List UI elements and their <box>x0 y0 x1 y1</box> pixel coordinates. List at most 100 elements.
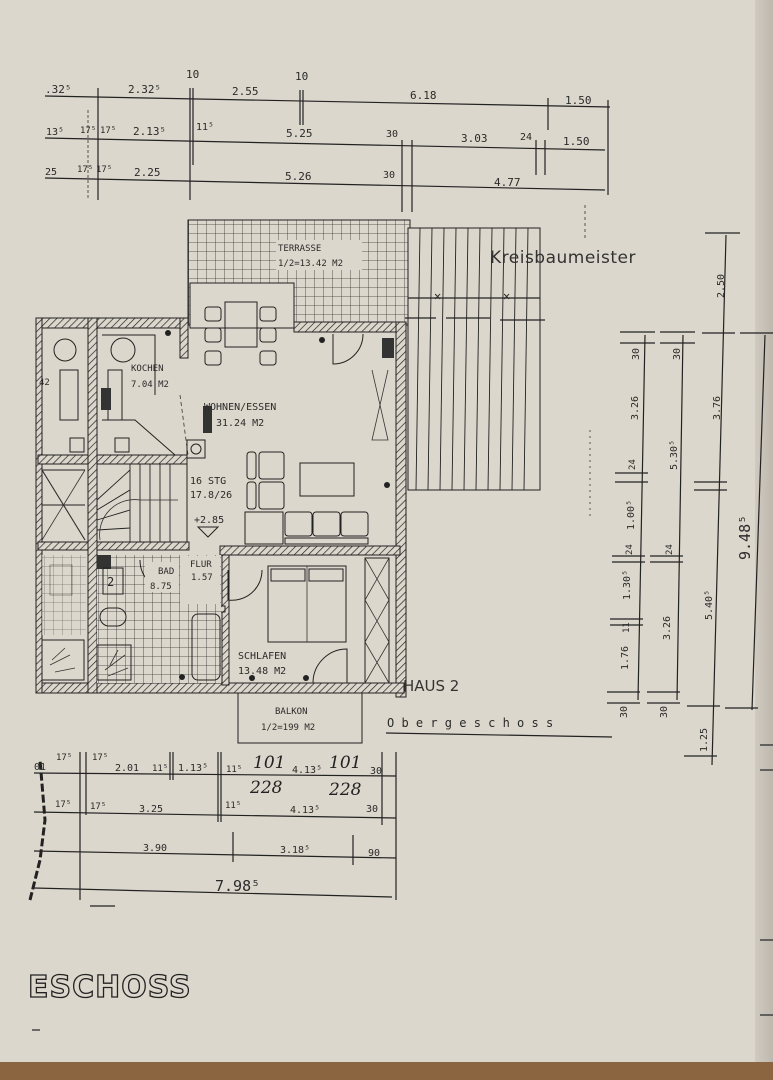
svg-text:228: 228 <box>328 780 362 800</box>
top-dimension-lines: .32⁵ 2.32⁵ 10 2.55 10 6.18 1.50 13⁵ 17⁵ … <box>44 68 611 240</box>
svg-text:7.04 M2: 7.04 M2 <box>131 380 169 390</box>
svg-text:10: 10 <box>295 70 308 83</box>
svg-text:11: 11 <box>622 622 632 633</box>
svg-text:42: 42 <box>39 378 50 388</box>
balcony: BALKON 1/2=199 M2 <box>237 692 363 744</box>
svg-text:5.26: 5.26 <box>285 170 312 183</box>
svg-text:24: 24 <box>520 132 532 143</box>
svg-text:2: 2 <box>107 575 114 589</box>
svg-text:101: 101 <box>253 753 285 773</box>
svg-text:3.18⁵: 3.18⁵ <box>280 845 310 856</box>
kreisbaumeister-stamp: Kreisbaumeister <box>490 248 636 268</box>
hallway: FLUR 1.57 <box>180 556 263 604</box>
svg-text:1.00⁵: 1.00⁵ <box>626 500 637 530</box>
svg-text:SCHLAFEN: SCHLAFEN <box>238 651 286 662</box>
living-dining-room: WOHNEN/ESSEN 31.24 M2 16 STG 17.8/26 +2.… <box>190 301 394 545</box>
svg-text:25: 25 <box>45 167 57 178</box>
svg-text:5.25: 5.25 <box>286 127 313 140</box>
svg-text:01: 01 <box>34 762 46 773</box>
svg-text:5.30⁵: 5.30⁵ <box>669 440 680 470</box>
svg-text:17⁵: 17⁵ <box>96 165 112 175</box>
svg-text:1.30⁵: 1.30⁵ <box>622 570 633 600</box>
svg-text:1/2=13.42 M2: 1/2=13.42 M2 <box>278 259 343 269</box>
svg-text:13.48 M2: 13.48 M2 <box>238 666 286 677</box>
svg-text:1.13⁵: 1.13⁵ <box>178 763 208 774</box>
svg-text:16 STG: 16 STG <box>190 476 226 487</box>
svg-text:30: 30 <box>386 129 398 140</box>
svg-text:1/2=199 M2: 1/2=199 M2 <box>261 723 315 733</box>
svg-text:11⁵: 11⁵ <box>152 764 168 774</box>
outlined-floor-title: ESCHOSS <box>28 970 192 1005</box>
svg-text:11⁵: 11⁵ <box>225 801 241 811</box>
svg-text:+2.85: +2.85 <box>194 515 224 526</box>
svg-text:1.50: 1.50 <box>563 135 590 148</box>
svg-text:KOCHEN: KOCHEN <box>131 364 164 374</box>
svg-text:30: 30 <box>631 348 642 360</box>
svg-text:101: 101 <box>329 753 361 773</box>
svg-text:30: 30 <box>619 706 630 718</box>
svg-text:30: 30 <box>672 348 683 360</box>
svg-text:228: 228 <box>249 778 283 798</box>
floor-label: O b e r g e s c h o s s <box>387 716 553 730</box>
house-label: HAUS 2 <box>403 677 459 695</box>
svg-text:✕: ✕ <box>434 289 441 303</box>
svg-text:3.76: 3.76 <box>712 396 723 420</box>
neighbor-unit-partial: 42 <box>39 338 86 681</box>
svg-text:TERRASSE: TERRASSE <box>278 244 321 254</box>
svg-text:1.57: 1.57 <box>191 573 213 583</box>
svg-text:4.77: 4.77 <box>494 176 521 189</box>
svg-text:13⁵: 13⁵ <box>46 127 64 138</box>
svg-text:11⁵: 11⁵ <box>226 765 242 775</box>
terrace-area: TERRASSE 1/2=13.42 M2 <box>187 219 411 329</box>
svg-text:17.8/26: 17.8/26 <box>190 490 232 501</box>
svg-text:BAD: BAD <box>158 567 174 577</box>
bedroom: SCHLAFEN 13.48 M2 <box>238 557 390 684</box>
svg-text:✕: ✕ <box>503 289 510 303</box>
svg-text:11⁵: 11⁵ <box>196 122 214 133</box>
svg-text:90: 90 <box>368 848 380 859</box>
svg-text:2.32⁵: 2.32⁵ <box>128 83 161 96</box>
svg-text:17⁵: 17⁵ <box>80 126 96 136</box>
svg-text:7.98⁵: 7.98⁵ <box>215 877 260 895</box>
svg-text:3.26: 3.26 <box>630 396 641 420</box>
svg-text:1.50: 1.50 <box>565 94 592 107</box>
neighbor-roof-stripes: ✕ ✕ <box>405 227 591 520</box>
kitchen-room: KOCHEN 7.04 M2 <box>101 330 206 459</box>
svg-text:.32⁵: .32⁵ <box>45 83 72 96</box>
svg-text:5.40⁵: 5.40⁵ <box>704 590 715 620</box>
svg-text:2.01: 2.01 <box>115 763 139 774</box>
svg-text:31.24 M2: 31.24 M2 <box>216 418 264 429</box>
svg-text:17⁵: 17⁵ <box>77 165 93 175</box>
svg-text:8.75: 8.75 <box>150 582 172 592</box>
svg-text:30: 30 <box>370 766 382 777</box>
svg-text:24: 24 <box>628 459 638 470</box>
svg-text:3.03: 3.03 <box>461 132 488 145</box>
svg-text:4.13⁵: 4.13⁵ <box>290 805 320 816</box>
svg-text:BALKON: BALKON <box>275 707 308 717</box>
svg-text:FLUR: FLUR <box>190 560 212 570</box>
bottom-dimension-lines: 01 17⁵ 17⁵ 2.01 11⁵ 1.13⁵ 11⁵ 4.13⁵ 30 1… <box>28 752 397 907</box>
svg-text:3.25: 3.25 <box>139 804 163 815</box>
svg-text:30: 30 <box>659 706 670 718</box>
svg-text:17⁵: 17⁵ <box>55 800 71 810</box>
svg-text:3.90: 3.90 <box>143 843 167 854</box>
svg-text:24: 24 <box>665 544 675 555</box>
svg-text:17⁵: 17⁵ <box>56 753 72 763</box>
svg-text:4.13⁵: 4.13⁵ <box>292 765 322 776</box>
right-dimension-lines: 30 3.26 24 1.00⁵ 24 1.30⁵ 11 1.76 30 30 … <box>607 232 773 1016</box>
svg-text:17⁵: 17⁵ <box>100 126 116 136</box>
svg-text:30: 30 <box>383 170 395 181</box>
svg-text:2.13⁵: 2.13⁵ <box>133 125 166 138</box>
paper-edge <box>755 0 773 1062</box>
svg-text:1.76: 1.76 <box>620 646 631 670</box>
svg-text:17⁵: 17⁵ <box>90 802 106 812</box>
svg-text:2.50: 2.50 <box>716 274 727 298</box>
svg-text:6.18: 6.18 <box>410 89 437 102</box>
svg-text:WOHNEN/ESSEN: WOHNEN/ESSEN <box>204 402 276 413</box>
svg-text:30: 30 <box>366 804 378 815</box>
svg-text:2.25: 2.25 <box>134 166 161 179</box>
svg-text:24: 24 <box>625 544 635 555</box>
svg-text:1.25: 1.25 <box>699 728 710 752</box>
